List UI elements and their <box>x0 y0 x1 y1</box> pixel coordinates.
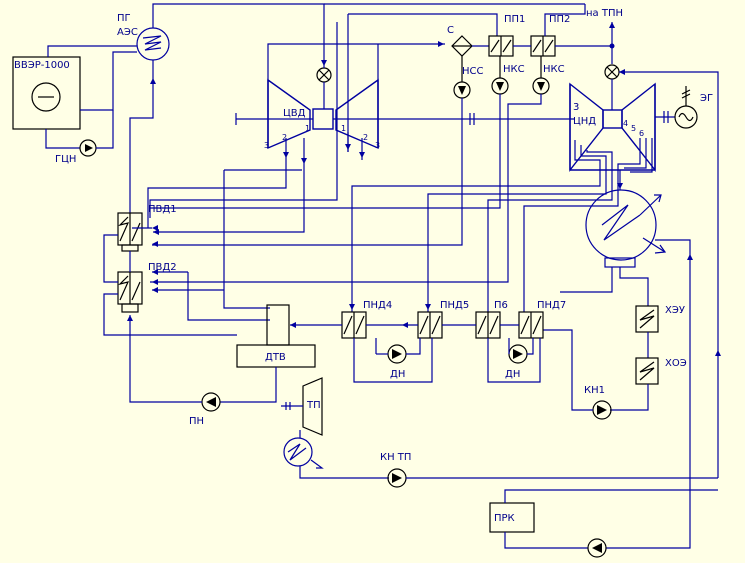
pnd7-label: ПНД7 <box>537 300 566 311</box>
hoe-label: ХОЭ <box>665 358 687 369</box>
pnd4-label: ПНД4 <box>363 300 392 311</box>
deaerator-label: ДТВ <box>265 352 286 363</box>
hp-ext-3b: 3 <box>375 141 380 150</box>
nss-label: НСС <box>462 66 484 77</box>
separator <box>451 35 473 57</box>
heu-cooler <box>635 305 659 333</box>
heu-label: ХЭУ <box>665 305 685 316</box>
tp-turbine <box>302 377 323 436</box>
reheater-2 <box>530 35 556 57</box>
lp-turbine-label: ЦНД <box>573 116 596 127</box>
hp-turbine-label: ЦВД <box>283 108 306 119</box>
hp-ext-1a: 1 <box>305 124 310 133</box>
hoe-cooler <box>635 357 659 385</box>
pvd1-label: ПВД1 <box>148 204 177 215</box>
reheater-1 <box>488 35 514 57</box>
prk-label: ПРК <box>494 513 515 524</box>
pnd4-heater <box>341 311 367 339</box>
hp-turbine <box>267 78 379 150</box>
lp-3-label: 3 <box>573 102 579 113</box>
to-tpn-label: на ТПН <box>586 8 623 19</box>
reheater-1-label: ПП1 <box>504 14 525 25</box>
dn1-label: ДН <box>390 369 405 380</box>
circ-pump-icon <box>587 538 607 558</box>
nks2-label: НКС <box>543 64 565 75</box>
reactor-label: ВВЭР-1000 <box>14 60 70 71</box>
lp-6-label: 6 <box>639 129 644 138</box>
npp-label: АЭС <box>117 27 138 38</box>
dn2-label: ДН <box>505 369 520 380</box>
hp-ext-1b: 1 <box>341 124 346 133</box>
pn-label: ПН <box>189 416 204 427</box>
steam-generator <box>136 27 170 61</box>
pnd5-heater <box>417 311 443 339</box>
kn1-label: КН1 <box>584 385 605 396</box>
tp-label: ТП <box>306 400 321 411</box>
prk-block <box>489 502 535 533</box>
reheater-2-label: ПП2 <box>549 14 570 25</box>
pvd2-heater <box>117 271 143 313</box>
lp-4-label: 4 <box>623 119 628 128</box>
pnd5-label: ПНД5 <box>440 300 469 311</box>
condenser <box>585 189 667 268</box>
gcn-label: ГЦН <box>55 154 76 165</box>
pvd1-heater <box>117 212 143 252</box>
p6-label: П6 <box>494 300 508 311</box>
hp-ext-2a: 2 <box>282 133 287 142</box>
pnd7-heater <box>518 311 544 339</box>
tp-condenser <box>283 437 313 467</box>
pvd2-label: ПВД2 <box>148 262 177 273</box>
nks1-label: НКС <box>503 64 525 75</box>
lp-5-label: 5 <box>631 124 636 133</box>
kn-tp-label: КН ТП <box>380 452 411 463</box>
hp-ext-3a: 3 <box>264 141 269 150</box>
p6-heater <box>475 311 501 339</box>
hp-ext-2b: 2 <box>363 133 368 142</box>
generator-label: ЭГ <box>700 93 713 104</box>
sg-label: ПГ <box>117 13 131 24</box>
separator-label: С <box>447 25 454 36</box>
